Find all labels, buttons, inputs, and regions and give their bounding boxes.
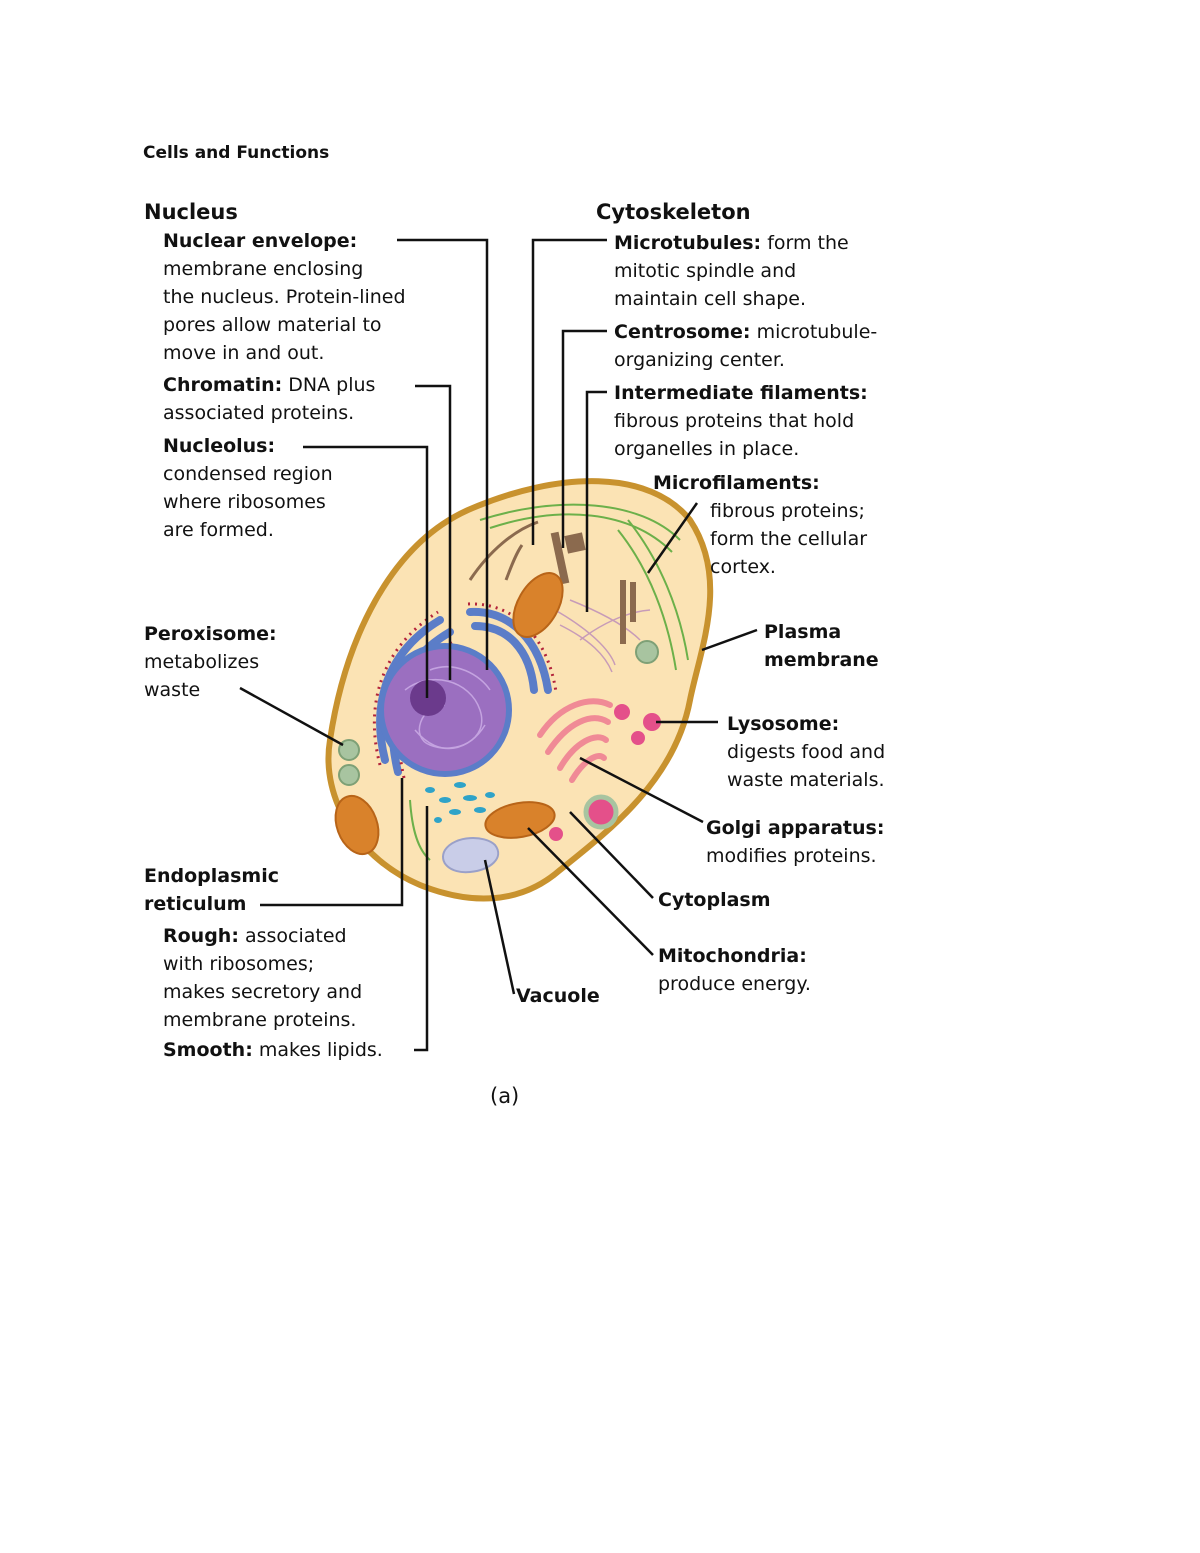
microtubules-line: mitotic spindle and bbox=[614, 260, 797, 282]
microfilaments-label: Microfilaments: fibrous proteins; form t… bbox=[653, 469, 867, 581]
microfilaments-line: cortex. bbox=[710, 556, 776, 578]
rough-er-inline: associated bbox=[244, 925, 347, 947]
rough-er-line: with ribosomes; bbox=[163, 953, 315, 975]
centrosome-inline: microtubule- bbox=[756, 321, 878, 343]
nuclear-envelope-line: move in and out. bbox=[163, 342, 325, 364]
golgi-term: Golgi apparatus: bbox=[706, 817, 885, 839]
rough-er-label: Rough: associated with ribosomes; makes … bbox=[163, 922, 362, 1034]
document-title: Cells and Functions bbox=[143, 143, 330, 163]
microfilaments-shape bbox=[409, 503, 689, 861]
nuclear-envelope-term: Nuclear envelope: bbox=[163, 230, 358, 252]
peroxisome-label: Peroxisome: metabolizes waste bbox=[144, 620, 277, 704]
cytoplasm-term: Cytoplasm bbox=[658, 889, 771, 911]
vacuole-label: Vacuole bbox=[516, 982, 600, 1010]
centrosome-label: Centrosome: microtubule- organizing cent… bbox=[614, 318, 877, 374]
er-heading-line: reticulum bbox=[144, 893, 247, 915]
microtubules-shape bbox=[468, 520, 539, 581]
mitochondria-label: Mitochondria: produce energy. bbox=[658, 942, 811, 998]
nuclear-envelope-line: membrane enclosing bbox=[163, 258, 364, 280]
peroxisome-shape bbox=[338, 640, 659, 786]
mitochondria-shape bbox=[334, 572, 564, 856]
golgi-shape bbox=[537, 698, 613, 783]
er-heading-line: Endoplasmic bbox=[144, 865, 279, 887]
microtubules-inline: form the bbox=[767, 232, 849, 254]
smooth-er-term: Smooth: bbox=[163, 1039, 253, 1061]
cytoplasm-label: Cytoplasm bbox=[658, 886, 771, 914]
plasma-membrane-line: membrane bbox=[764, 649, 879, 671]
nuclear-envelope-line: the nucleus. Protein-lined bbox=[163, 286, 406, 308]
chromatin-line: associated proteins. bbox=[163, 402, 355, 424]
centrosome-term: Centrosome: bbox=[614, 321, 751, 343]
lysosome-label: Lysosome: digests food and waste materia… bbox=[727, 710, 885, 794]
microfilaments-term: Microfilaments: bbox=[653, 472, 820, 494]
microtubules-line: maintain cell shape. bbox=[614, 288, 807, 310]
vacuole-shape bbox=[442, 837, 500, 874]
chromatin-term: Chromatin: bbox=[163, 374, 283, 396]
plasma-membrane-shape bbox=[325, 478, 714, 902]
lysosome-term: Lysosome: bbox=[727, 713, 840, 735]
intermediate-filaments-line: organelles in place. bbox=[614, 438, 800, 460]
mitochondria-term: Mitochondria: bbox=[658, 945, 807, 967]
er-heading: Endoplasmic reticulum bbox=[144, 862, 279, 918]
smooth-er-inline: makes lipids. bbox=[258, 1039, 383, 1061]
peroxisome-line: waste bbox=[144, 679, 201, 701]
chromatin-shape bbox=[404, 666, 491, 750]
intermediate-filaments-term: Intermediate filaments: bbox=[614, 382, 868, 404]
centrosome-line: organizing center. bbox=[614, 349, 785, 371]
centrosome-shape bbox=[550, 531, 636, 644]
chromatin-label: Chromatin: DNA plus associated proteins. bbox=[163, 371, 375, 427]
intermediate-filaments-shape bbox=[554, 599, 651, 673]
lysosome-shape bbox=[549, 704, 661, 841]
chromatin-inline: DNA plus bbox=[288, 374, 376, 396]
peroxisome-line: metabolizes bbox=[144, 651, 260, 673]
rough-er-line: membrane proteins. bbox=[163, 1009, 357, 1031]
secretory-vesicle-shape bbox=[583, 794, 619, 830]
nucleolus-line: where ribosomes bbox=[163, 491, 326, 513]
microtubules-label: Microtubules: form the mitotic spindle a… bbox=[614, 229, 849, 313]
intermediate-filaments-line: fibrous proteins that hold bbox=[614, 410, 855, 432]
nucleolus-term: Nucleolus: bbox=[163, 435, 276, 457]
smooth-er-label: Smooth: makes lipids. bbox=[163, 1036, 383, 1064]
nucleus-shape bbox=[378, 643, 512, 777]
peroxisome-term: Peroxisome: bbox=[144, 623, 277, 645]
rough-er-term: Rough: bbox=[163, 925, 239, 947]
golgi-label: Golgi apparatus: modifies proteins. bbox=[706, 814, 884, 870]
lysosome-line: digests food and bbox=[727, 741, 886, 763]
vacuole-term: Vacuole bbox=[516, 985, 600, 1007]
golgi-line: modifies proteins. bbox=[706, 845, 877, 867]
smooth-er-shape bbox=[425, 782, 495, 823]
intermediate-filaments-label: Intermediate filaments: fibrous proteins… bbox=[614, 379, 868, 463]
microfilaments-line: form the cellular bbox=[710, 528, 868, 550]
microtubules-term: Microtubules: bbox=[614, 232, 762, 254]
microfilaments-line: fibrous proteins; bbox=[710, 500, 865, 522]
lysosome-line: waste materials. bbox=[727, 769, 885, 791]
plasma-membrane-label: Plasma membrane bbox=[764, 618, 879, 674]
rough-er-line: makes secretory and bbox=[163, 981, 363, 1003]
nucleolus-label: Nucleolus: condensed region where riboso… bbox=[163, 432, 333, 544]
nucleolus-line: are formed. bbox=[163, 519, 274, 541]
nuclear-envelope-line: pores allow material to bbox=[163, 314, 382, 336]
nucleus-heading: Nucleus bbox=[144, 200, 238, 224]
nuclear-envelope-label: Nuclear envelope: membrane enclosing the… bbox=[163, 227, 406, 367]
cytoskeleton-heading: Cytoskeleton bbox=[596, 200, 751, 224]
figure-caption: (a) bbox=[490, 1084, 520, 1108]
nucleolus-line: condensed region bbox=[163, 463, 333, 485]
plasma-membrane-line: Plasma bbox=[764, 621, 842, 643]
leader-lines bbox=[239, 238, 758, 1052]
mitochondria-line: produce energy. bbox=[658, 973, 811, 995]
